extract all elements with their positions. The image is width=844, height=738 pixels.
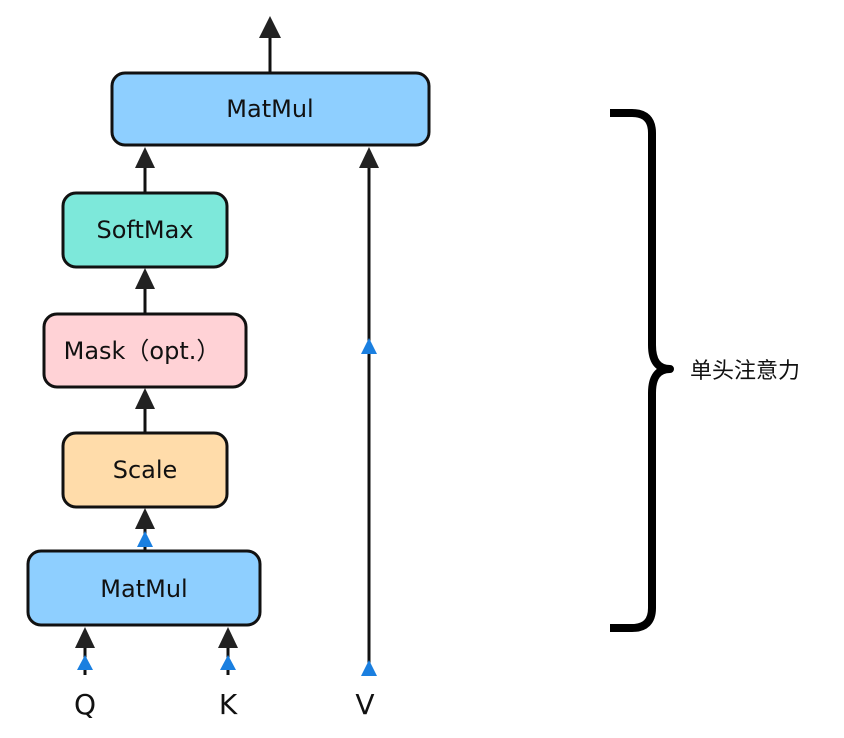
k-arrowhead-icon [218,627,238,648]
softmax-label: SoftMax [97,216,194,244]
block-matmul-top: MatMul [110,71,431,147]
q-blue-arrowhead-icon [77,655,93,670]
matmul-bottom-box [26,549,262,627]
v-mid-blue-arrowhead-icon [361,338,377,354]
input-k-label: K [219,688,238,721]
block-matmul-bottom: MatMul [26,549,262,627]
softmax-box [61,191,229,269]
scale-in-arrowhead-icon [135,508,155,529]
brace-label: 单头注意力 [690,359,800,384]
input-q-label: Q [74,688,96,721]
q-arrowhead-icon [75,627,95,648]
mask-label: Mask（opt.） [64,337,221,365]
k-blue-arrowhead-icon [220,655,236,670]
block-scale: Scale [61,431,229,509]
output-arrowhead-icon [259,16,281,38]
matmul-top-box [110,71,431,147]
scale-box [61,431,229,509]
block-softmax: SoftMax [61,191,229,269]
scale-blue-arrowhead-icon [137,531,153,547]
softmax-in-arrowhead-icon [135,268,155,289]
matmul-top-in-left-arrowhead-icon [135,147,155,168]
matmul-top-in-right-arrowhead-icon [359,147,379,168]
matmul-bottom-label: MatMul [100,575,187,603]
mask-box [42,312,248,389]
input-v-label: V [355,688,374,721]
scale-label: Scale [113,456,178,484]
v-blue-arrowhead-icon [361,660,377,676]
curly-brace-icon [610,109,674,632]
mask-in-arrowhead-icon [135,388,155,409]
block-mask: Mask（opt.） [42,312,248,389]
matmul-top-label: MatMul [226,95,313,123]
blue-arrowheads [77,338,377,676]
black-arrowheads [75,16,379,648]
